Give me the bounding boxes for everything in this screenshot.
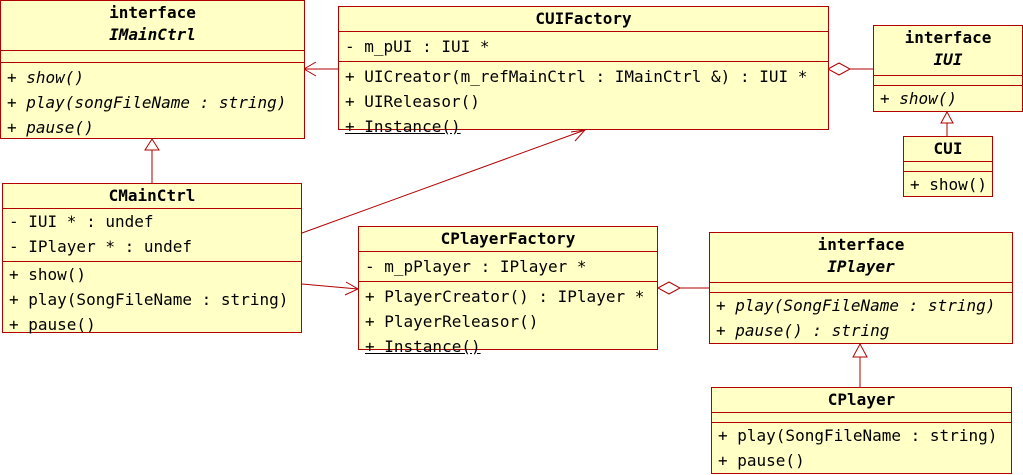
attributes-section <box>710 283 1012 293</box>
attributes-section: - IUI * : undef - IPlayer * : undef <box>3 209 301 262</box>
stereotype-label: interface <box>904 28 992 47</box>
operation: + play(SongFileName : string) <box>718 426 998 445</box>
operation: + pause() <box>7 118 94 137</box>
class-header: interface IPlayer <box>710 233 1012 283</box>
class-cuifactory: CUIFactory - m_pUI : IUI * + UICreator(m… <box>338 6 829 136</box>
operation-static: + Instance() <box>365 337 481 356</box>
operations-section: + play(SongFileName : string) + pause() … <box>710 293 1012 345</box>
class-name: CUI <box>933 139 963 158</box>
attribute: - IPlayer * : undef <box>9 237 193 256</box>
operation: + show() <box>7 68 85 87</box>
attributes-section <box>904 162 992 172</box>
class-header: interface IUI <box>874 26 1022 76</box>
attribute: - m_pPlayer : IPlayer * <box>365 257 587 276</box>
realization-triangle-imainctrl <box>144 138 160 151</box>
class-cplayer: CPlayer + play(SongFileName : string) + … <box>711 387 1012 474</box>
attributes-section: - m_pUI : IUI * <box>339 32 828 62</box>
operations-section: + PlayerCreator() : IPlayer * + PlayerRe… <box>359 282 657 361</box>
attribute: - IUI * : undef <box>9 212 154 231</box>
operation: + UIReleasor() <box>345 92 480 111</box>
class-header: interface IMainCtrl <box>1 1 304 51</box>
class-iui: interface IUI + show() <box>873 25 1023 112</box>
class-cui: CUI + show() <box>903 136 993 197</box>
class-iplayer: interface IPlayer + play(SongFileName : … <box>709 232 1013 344</box>
attributes-section <box>712 413 1011 423</box>
class-name: CPlayer <box>827 390 896 409</box>
cmainctrl-to-cuifactory-link <box>301 129 586 234</box>
operation: + play(songFileName : string) <box>7 93 287 112</box>
realization-triangle-iui <box>940 110 954 124</box>
operation: + show() <box>9 265 87 284</box>
realization-triangle-iplayer <box>852 342 868 358</box>
operation-static: + Instance() <box>345 117 461 136</box>
class-name: CUIFactory <box>535 9 632 28</box>
operation: + PlayerCreator() : IPlayer * <box>365 287 645 306</box>
cmainctrl-to-cuifactory-arrowhead <box>570 129 587 142</box>
stereotype-label: interface <box>109 3 196 22</box>
operation: + PlayerReleasor() <box>365 312 539 331</box>
operation: + show() <box>910 175 988 194</box>
operations-section: + show() <box>904 172 992 199</box>
attributes-section <box>874 76 1022 86</box>
class-name: CPlayerFactory <box>440 229 576 248</box>
operations-section: + show() + play(songFileName : string) +… <box>1 63 304 142</box>
operations-section: + UICreator(m_refMainCtrl : IMainCtrl &)… <box>339 62 828 141</box>
class-header: CUIFactory <box>339 7 828 32</box>
attribute: - m_pUI : IUI * <box>345 37 490 56</box>
operations-section: + show() + play(SongFileName : string) +… <box>3 262 301 339</box>
aggregation-diamond-iplayer <box>656 281 682 295</box>
class-name: IPlayer <box>827 257 895 276</box>
operation: + show() <box>880 89 958 108</box>
class-cplayerfactory: CPlayerFactory - m_pPlayer : IPlayer * +… <box>358 226 658 356</box>
aggregation-diamond-iui <box>826 62 852 76</box>
class-header: CPlayerFactory <box>359 227 657 252</box>
operation: + pause() <box>9 315 96 334</box>
operations-section: + play(SongFileName : string) + pause() <box>712 423 1011 475</box>
operation: + pause() : string <box>716 321 890 340</box>
class-header: CPlayer <box>712 388 1011 413</box>
operations-section: + show() <box>874 86 1022 113</box>
operation: + UICreator(m_refMainCtrl : IMainCtrl &)… <box>345 67 808 86</box>
attributes-section <box>1 51 304 63</box>
cmainctrl-to-cplayerfactory-link <box>301 283 359 290</box>
class-name: IMainCtrl <box>109 25 196 44</box>
operation: + play(SongFileName : string) <box>9 290 289 309</box>
stereotype-label: interface <box>817 235 905 254</box>
attributes-section: - m_pPlayer : IPlayer * <box>359 252 657 282</box>
class-name: IUI <box>933 50 963 69</box>
class-header: CMainCtrl <box>3 184 301 209</box>
operation: + play(SongFileName : string) <box>716 296 996 315</box>
class-name: CMainCtrl <box>108 186 196 205</box>
class-imainctrl: interface IMainCtrl + show() + play(song… <box>0 0 305 139</box>
class-cmainctrl: CMainCtrl - IUI * : undef - IPlayer * : … <box>2 183 302 334</box>
class-header: CUI <box>904 137 992 162</box>
operation: + pause() <box>718 451 805 470</box>
